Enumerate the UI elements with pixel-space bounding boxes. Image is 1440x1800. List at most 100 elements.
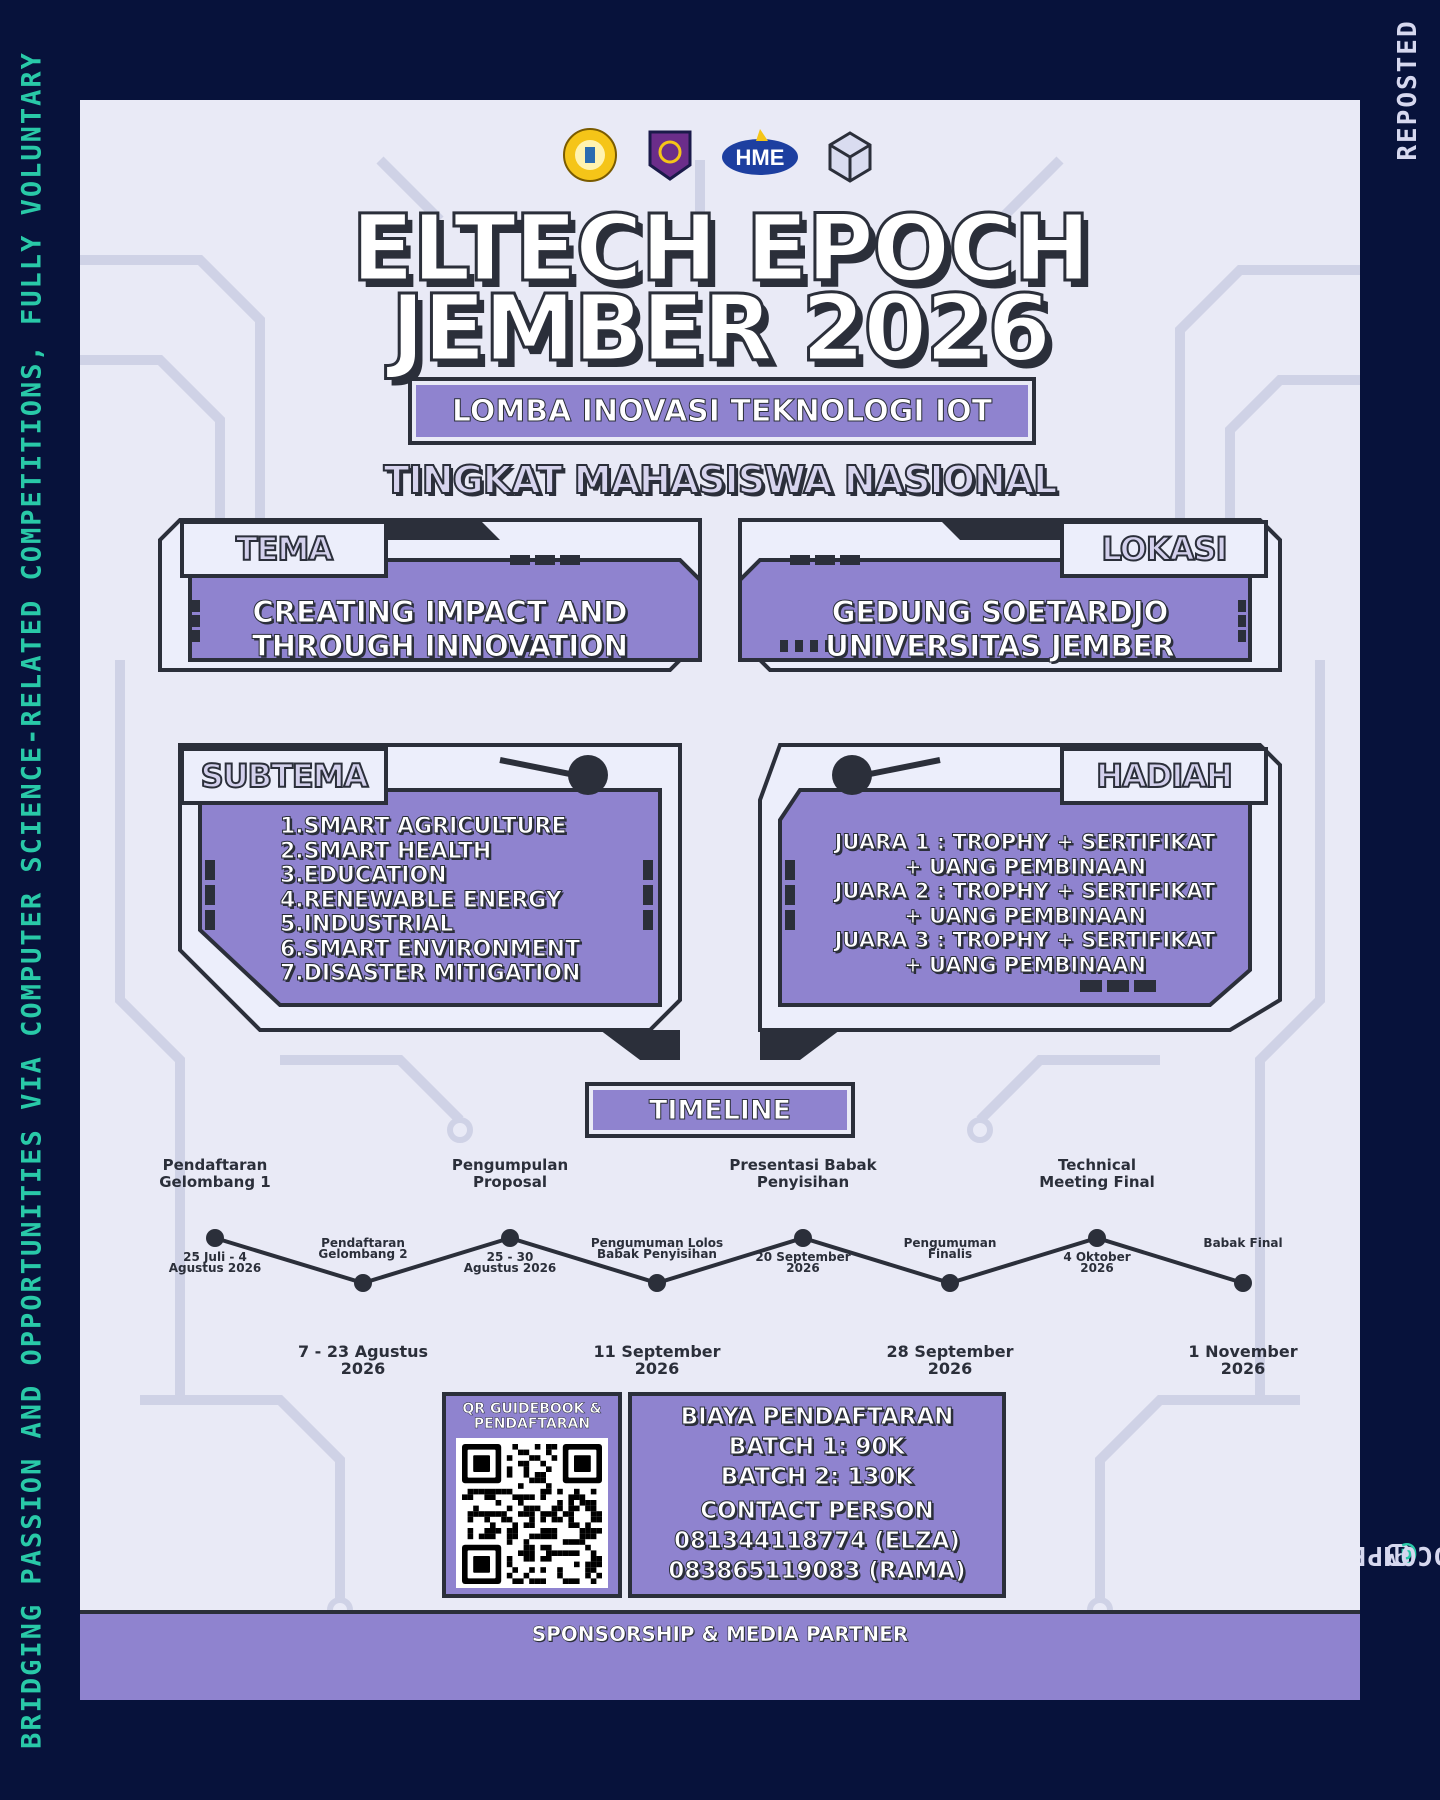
logo-row: HME: [80, 125, 1360, 185]
lokasi-line1: GEDUNG SOETARDJO: [831, 595, 1169, 630]
event-title-line1: ELTECH EPOCH: [350, 194, 1092, 304]
timeline-event-date-line: 4 Oktober: [1063, 1250, 1131, 1264]
fee-batch1: BATCH 1: 90K: [728, 1434, 906, 1461]
poster: HME ELTECH EPOCH JEMBER 2026 LOMBA INOVA…: [80, 100, 1360, 1700]
timeline-event-date-line: Agustus 2026: [463, 1261, 557, 1275]
hadiah-text: JUARA 1 : TROPHY + SERTIFIKAT + UANG PEM…: [800, 830, 1250, 977]
qr-box: QR GUIDEBOOK & PENDAFTARAN: [442, 1392, 622, 1598]
cube-logo: [820, 125, 880, 185]
timeline-event-label-line: Pengumuman: [903, 1236, 997, 1250]
timeline-label: TIMELINE: [585, 1082, 855, 1138]
timeline-event-label-line: Technical: [1058, 1156, 1136, 1174]
subtema-item: 5.INDUSTRIAL: [280, 912, 454, 937]
hadiah-line: + UANG PEMBINAAN: [904, 903, 1147, 928]
timeline-dot: [794, 1229, 812, 1247]
hadiah-line: JUARA 1 : TROPHY + SERTIFIKAT: [834, 830, 1216, 855]
subtema-item: 1.SMART AGRICULTURE: [280, 814, 567, 839]
timeline-event-label-line: Babak Penyisihan: [597, 1247, 717, 1261]
timeline-graph: [206, 1229, 1252, 1292]
handle-banner: @CSRELATEDCOMPETITIONS: [1233, 1320, 1440, 1790]
qr-code[interactable]: [456, 1438, 608, 1588]
university-seal-logo: [560, 125, 620, 185]
hadiah-line: + UANG PEMBINAAN: [904, 854, 1147, 879]
hme-logo: HME: [720, 125, 800, 185]
timeline-dot: [206, 1229, 224, 1247]
competition-subtitle: LOMBA INOVASI TEKNOLOGI IOT: [408, 377, 1036, 445]
fee-title: BIAYA PENDAFTARAN: [680, 1404, 954, 1431]
subtema-item: 4.RENEWABLE ENERGY: [280, 887, 563, 913]
timeline-event-label-line: Finalis: [927, 1247, 973, 1261]
timeline-event-label-line: Pengumuman Lolos: [590, 1236, 724, 1250]
timeline-event-date-line: 2026: [927, 1359, 973, 1378]
tema-label: TEMA: [180, 520, 388, 578]
hadiah-line: + UANG PEMBINAAN: [904, 952, 1147, 977]
lokasi-text: GEDUNG SOETARDJO UNIVERSITAS JEMBER: [760, 595, 1240, 664]
sponsor-footer: SPONSORSHIP & MEDIA PARTNER: [80, 1610, 1360, 1700]
qr-title: QR GUIDEBOOK & PENDAFTARAN: [446, 1401, 618, 1432]
qr-code-pattern: [462, 1444, 602, 1584]
timeline-event-label-line: Gelombang 2: [318, 1247, 408, 1261]
timeline-event-label-line: Presentasi Babak: [729, 1156, 877, 1174]
timeline-event-date-line: Agustus 2026: [168, 1261, 262, 1275]
tema-line2: THROUGH INNOVATION: [251, 629, 629, 664]
subtema-item: 7.DISASTER MITIGATION: [280, 961, 581, 986]
timeline-event-label-line: Meeting Final: [1039, 1173, 1155, 1191]
timeline-dot: [648, 1274, 666, 1292]
timeline-event-date-line: 11 September: [593, 1342, 721, 1361]
subtema-item: 6.SMART ENVIRONMENT: [280, 936, 581, 962]
timeline-event-date-line: 2026: [634, 1359, 680, 1378]
contact-1: 081344118774 (ELZA): [674, 1528, 961, 1555]
sponsor-label: SPONSORSHIP & MEDIA PARTNER: [531, 1622, 909, 1647]
hadiah-label: HADIAH: [1060, 747, 1268, 805]
robot-club-logo: [640, 125, 700, 185]
subtema-panel: [178, 743, 682, 1060]
tema-text: CREATING IMPACT AND THROUGH INNOVATION: [200, 595, 680, 664]
timeline-event-label-line: Proposal: [473, 1173, 547, 1191]
subtema-label: SUBTEMA: [180, 747, 388, 805]
contact-title: CONTACT PERSON: [700, 1498, 935, 1525]
timeline-event-label-line: Penyisihan: [756, 1173, 850, 1191]
timeline-event-date-line: 2026: [1220, 1359, 1266, 1378]
timeline-event-date-line: 28 September: [886, 1342, 1014, 1361]
poster-graphics: [80, 156, 1360, 1623]
timeline-event-label: Babak Final: [1163, 1236, 1323, 1250]
timeline-event-date-line: 2026: [786, 1261, 820, 1275]
handle-text: @CSRELATEDCOMPETITIONS: [1233, 1540, 1440, 1570]
circuit-pattern: [80, 156, 1360, 1600]
qr-title-line1: QR GUIDEBOOK &: [462, 1401, 602, 1417]
lokasi-label: LOKASI: [1060, 520, 1268, 578]
timeline-event-label-line: Pendaftaran: [162, 1156, 268, 1174]
timeline-dot: [1234, 1274, 1252, 1292]
timeline-event-label-line: Pendaftaran: [321, 1236, 405, 1250]
fee-box: BIAYA PENDAFTARAN BATCH 1: 90K BATCH 2: …: [628, 1392, 1006, 1598]
timeline-dot: [1088, 1229, 1106, 1247]
reposted-banner: REPOSTED: [1388, 10, 1428, 170]
contact-2: 083865119083 (RAMA): [668, 1558, 966, 1585]
timeline-event-date-line: 7 - 23 Agustus: [297, 1342, 429, 1361]
subtema-item: 2.SMART HEALTH: [280, 838, 492, 864]
timeline-dot: [941, 1274, 959, 1292]
hadiah-panel: [758, 743, 1282, 1060]
timeline-event-date-line: 25 Juli - 4: [183, 1250, 247, 1264]
hme-logo-text: HME: [736, 145, 785, 170]
timeline-event-label-line: Babak Final: [1203, 1236, 1283, 1250]
subtema-list: 1.SMART AGRICULTURE 2.SMART HEALTH 3.EDU…: [280, 814, 600, 987]
event-title-line2: JEMBER 2026: [389, 274, 1053, 384]
hadiah-line: JUARA 3 : TROPHY + SERTIFIKAT: [834, 928, 1216, 953]
hadiah-line: JUARA 2 : TROPHY + SERTIFIKAT: [834, 879, 1216, 904]
left-side-banner: BRIDGING PASSION AND OPPORTUNITIES VIA C…: [12, 0, 52, 1800]
timeline-event-label-line: Pengumpulan: [451, 1156, 569, 1174]
lokasi-line2: UNIVERSITAS JEMBER: [825, 629, 1176, 664]
